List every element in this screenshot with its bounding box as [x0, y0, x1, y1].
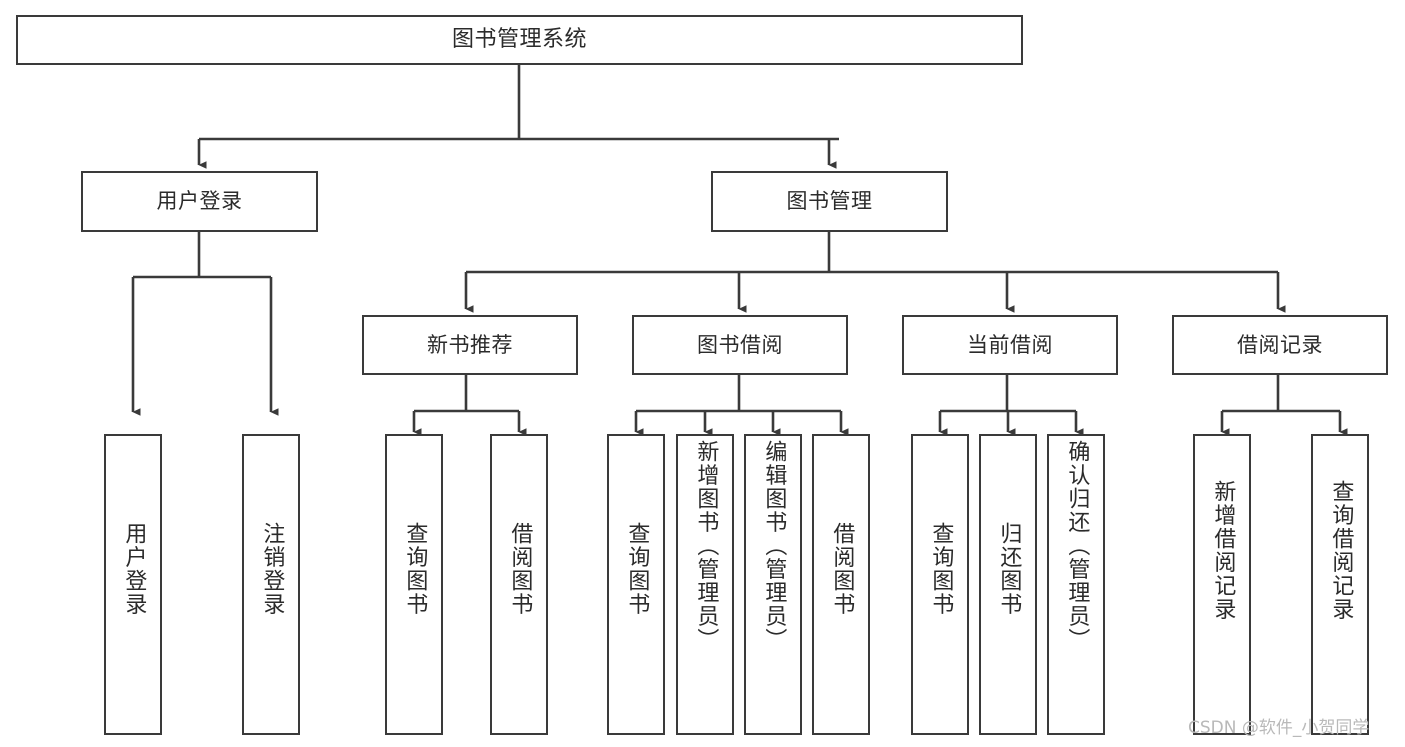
node-label: 借阅图书 — [507, 522, 533, 616]
node-label: 新增借阅记录 — [1210, 480, 1236, 621]
node-label: 注销登录 — [259, 522, 285, 616]
leaf-return-book[interactable]: 归还图书 — [979, 434, 1037, 735]
node-user-login[interactable]: 用户登录 — [81, 171, 318, 232]
leaf-query-borrow-record[interactable]: 查询借阅记录 — [1311, 434, 1369, 735]
node-label: 借阅记录 — [1237, 332, 1323, 357]
node-label: 编辑图书（管理员） — [761, 440, 787, 652]
leaf-edit-book-admin[interactable]: 编辑图书（管理员） — [744, 434, 802, 735]
leaf-logout-login[interactable]: 注销登录 — [242, 434, 300, 735]
leaf-borrow-book-recommend[interactable]: 借阅图书 — [490, 434, 548, 735]
node-borrow-record[interactable]: 借阅记录 — [1172, 315, 1388, 375]
leaf-confirm-return-admin[interactable]: 确认归还（管理员） — [1047, 434, 1105, 735]
node-label: 新增图书（管理员） — [693, 440, 719, 652]
node-label: 查询图书 — [928, 522, 954, 616]
node-label: 图书管理系统 — [451, 27, 587, 53]
leaf-borrow-book-borrow[interactable]: 借阅图书 — [812, 434, 870, 735]
node-current-borrow[interactable]: 当前借阅 — [902, 315, 1118, 375]
node-label: 查询借阅记录 — [1328, 480, 1354, 621]
node-label: 当前借阅 — [967, 332, 1053, 357]
node-book-borrow[interactable]: 图书借阅 — [632, 315, 848, 375]
leaf-add-book-admin[interactable]: 新增图书（管理员） — [676, 434, 734, 735]
node-label: 借阅图书 — [829, 522, 855, 616]
node-book-management[interactable]: 图书管理 — [711, 171, 948, 232]
leaf-user-login[interactable]: 用户登录 — [104, 434, 162, 735]
node-label: 查询图书 — [402, 522, 428, 616]
node-label: 图书管理 — [786, 189, 873, 214]
node-label: 用户登录 — [121, 522, 147, 616]
leaf-query-book-borrow[interactable]: 查询图书 — [607, 434, 665, 735]
node-new-book-recommend[interactable]: 新书推荐 — [362, 315, 578, 375]
node-root-book-management-system[interactable]: 图书管理系统 — [16, 15, 1023, 65]
node-label: 图书借阅 — [697, 332, 783, 357]
node-label: 新书推荐 — [427, 332, 513, 357]
csdn-watermark: CSDN @软件_小贺同学 — [1188, 718, 1370, 738]
node-label: 归还图书 — [996, 522, 1022, 616]
node-label: 查询图书 — [624, 522, 650, 616]
node-label: 用户登录 — [156, 189, 243, 214]
leaf-query-book-recommend[interactable]: 查询图书 — [385, 434, 443, 735]
leaf-query-book-current[interactable]: 查询图书 — [911, 434, 969, 735]
leaf-add-borrow-record[interactable]: 新增借阅记录 — [1193, 434, 1251, 735]
node-label: 确认归还（管理员） — [1064, 440, 1090, 652]
